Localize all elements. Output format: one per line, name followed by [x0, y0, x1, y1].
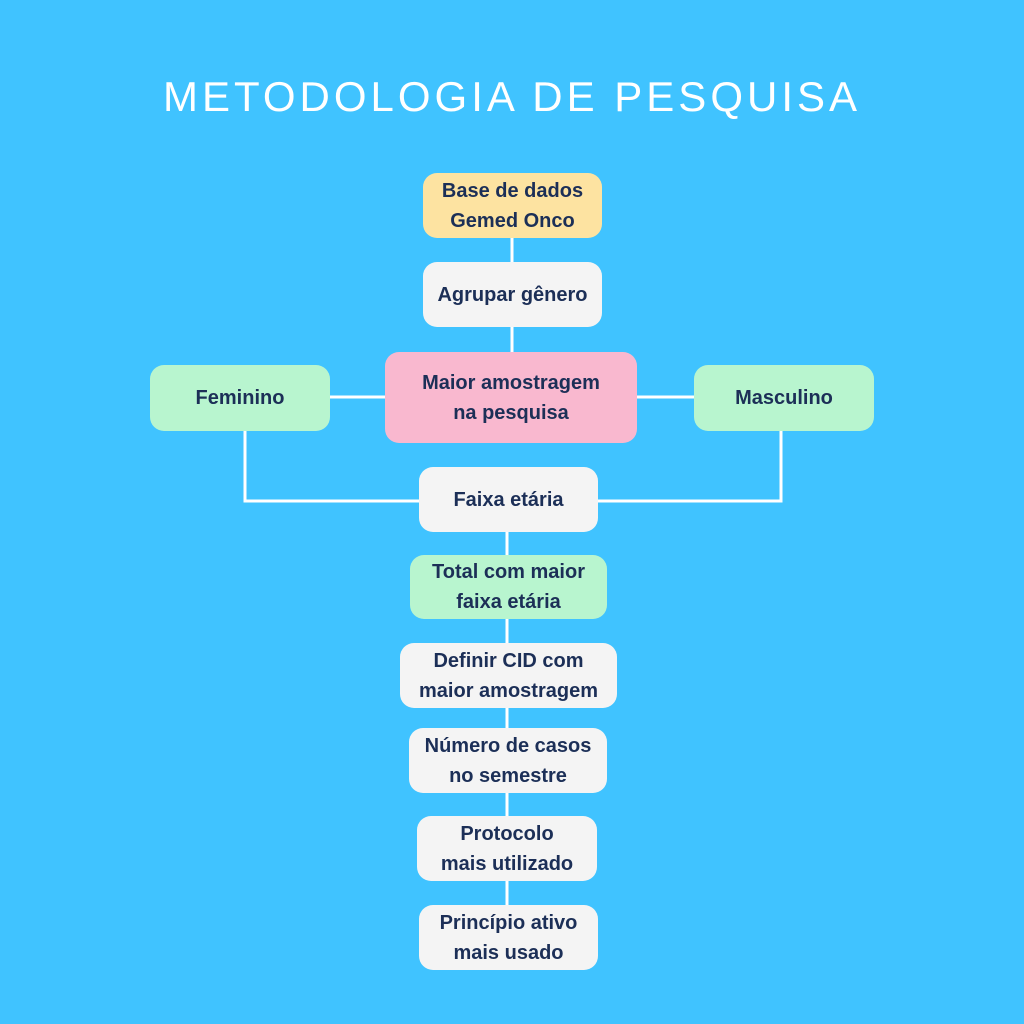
connector-masculino-faixa — [598, 431, 783, 503]
node-agrupar-genero: Agrupar gênero — [423, 262, 602, 327]
node-principio-ativo: Princípio ativo mais usado — [419, 905, 598, 970]
node-feminino: Feminino — [150, 365, 330, 431]
node-faixa-etaria: Faixa etária — [419, 467, 598, 532]
diagram-title: METODOLOGIA DE PESQUISA — [162, 73, 862, 120]
connector-feminino-faixa — [243, 431, 419, 503]
node-maior-amostragem: Maior amostragem na pesquisa — [385, 352, 637, 443]
node-base-de-dados: Base de dados Gemed Onco — [423, 173, 602, 238]
node-numero-de-casos: Número de casos no semestre — [409, 728, 607, 793]
node-total-faixa-etaria: Total com maior faixa etária — [410, 555, 607, 619]
node-masculino: Masculino — [694, 365, 874, 431]
node-protocolo: Protocolo mais utilizado — [417, 816, 597, 881]
node-definir-cid: Definir CID com maior amostragem — [400, 643, 617, 708]
